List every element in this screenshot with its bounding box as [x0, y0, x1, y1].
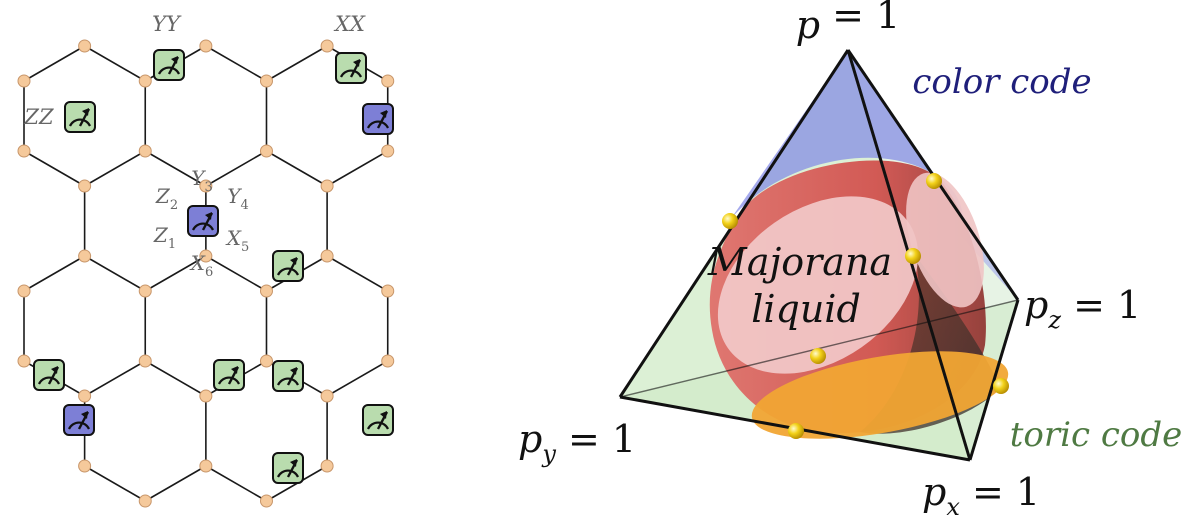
plaquette-meter-icon [63, 404, 95, 436]
marker [926, 173, 942, 189]
qubit-vertex [381, 284, 395, 298]
label-y3: Y3 [191, 166, 212, 195]
qubit-vertex [320, 179, 334, 193]
marker [788, 423, 804, 439]
vertex-label-p: p = 1 [796, 0, 901, 47]
qubit-vertex [199, 249, 213, 263]
lattice-edge [266, 45, 328, 82]
qubit-vertex [78, 249, 92, 263]
color-code-label: color code [912, 62, 1091, 102]
qubit-vertex [138, 354, 152, 368]
phase-markers [722, 173, 1009, 439]
lattice-edge [84, 465, 146, 502]
vertex-label-px: px = 1 [922, 470, 1040, 521]
plaquette-meter-icon [187, 205, 219, 237]
pink-disc-right [906, 172, 984, 308]
two-qubit-meter-icon [362, 404, 394, 436]
qubit-vertex [320, 39, 334, 53]
lattice-vertices [17, 39, 395, 508]
tetrahedron-diagram: p = 1 pz = 1 py = 1 px = 1 color code to… [518, 0, 1182, 521]
qubit-vertex [138, 74, 152, 88]
qubit-vertex [199, 459, 213, 473]
two-qubit-meter-icon [153, 49, 185, 81]
pink-disc-left [717, 196, 919, 374]
qubit-vertex [259, 74, 273, 88]
zz-label: ZZ [23, 105, 54, 129]
label-x5: X5 [225, 226, 250, 255]
majorana-label-line2: liquid [751, 287, 861, 331]
qubit-vertex [259, 144, 273, 158]
two-qubit-meter-icon [272, 360, 304, 392]
qubit-vertex [259, 284, 273, 298]
qubit-vertex [78, 459, 92, 473]
xx-label: XX [333, 12, 366, 36]
lattice-edge [205, 45, 267, 82]
two-qubit-meter-icon [33, 359, 65, 391]
qubit-vertex [381, 144, 395, 158]
two-qubit-meter-icon [64, 101, 96, 133]
majorana-label-line1: Majorana [707, 240, 892, 284]
label-y4: Y4 [227, 184, 248, 213]
qubit-vertex [259, 354, 273, 368]
lattice-edge [23, 45, 86, 82]
lattice-edge [326, 360, 389, 397]
qubit-vertex [138, 284, 152, 298]
lattice-edge [205, 465, 267, 502]
qubit-vertex [78, 179, 92, 193]
qubit-vertex [78, 389, 92, 403]
qubit-vertex [259, 494, 273, 508]
vertex-label-py: py = 1 [518, 417, 636, 468]
qubit-vertex [17, 354, 31, 368]
qubit-vertex [199, 39, 213, 53]
two-qubit-meter-icon [272, 452, 304, 484]
two-qubit-meter-icon [213, 359, 245, 391]
qubit-vertex [138, 494, 152, 508]
lattice-edge [84, 45, 146, 82]
two-qubit-meter-icon [272, 250, 304, 282]
lattice-edge [144, 465, 207, 502]
qubit-vertex [199, 179, 213, 193]
lattice-edge [144, 150, 207, 187]
lattice-edge [144, 255, 207, 292]
lattice-edge [23, 255, 86, 292]
marker [810, 348, 826, 364]
lattice-edge [23, 150, 86, 187]
lattice-edge [84, 150, 146, 187]
label-z2: Z2 [155, 184, 178, 213]
lattice-edge [326, 255, 389, 292]
qubit-vertex [199, 389, 213, 403]
qubit-vertex [320, 389, 334, 403]
lattice-edge [84, 360, 146, 397]
lattice-edge [205, 150, 267, 187]
qubit-vertex [381, 74, 395, 88]
honeycomb-lattice: YY XX ZZ Z2 Y3 Y4 Z1 X5 X6 [17, 12, 395, 508]
qubit-vertex [138, 144, 152, 158]
yy-label: YY [152, 12, 182, 36]
qubit-vertex [320, 249, 334, 263]
two-qubit-meter-icon [335, 52, 367, 84]
label-z1: Z1 [153, 223, 176, 252]
toric-code-label: toric code [1010, 415, 1183, 455]
qubit-vertex [17, 144, 31, 158]
qubit-vertex [17, 74, 31, 88]
lattice-edge [84, 255, 146, 292]
vertex-label-pz: pz = 1 [1024, 283, 1141, 334]
lattice-edge [326, 150, 389, 187]
marker [993, 378, 1009, 394]
qubit-vertex [381, 354, 395, 368]
qubit-vertex [17, 284, 31, 298]
marker [905, 248, 921, 264]
qubit-vertex [320, 459, 334, 473]
marker [722, 213, 738, 229]
blue-color-code-region [730, 50, 935, 220]
label-x6: X6 [189, 251, 214, 280]
plaquette-meter-icon [362, 103, 394, 135]
lattice-edge [266, 150, 328, 187]
qubit-vertex [78, 39, 92, 53]
lattice-edge [144, 360, 207, 397]
measurement-meters [33, 49, 394, 484]
lattice-edge [205, 255, 267, 292]
